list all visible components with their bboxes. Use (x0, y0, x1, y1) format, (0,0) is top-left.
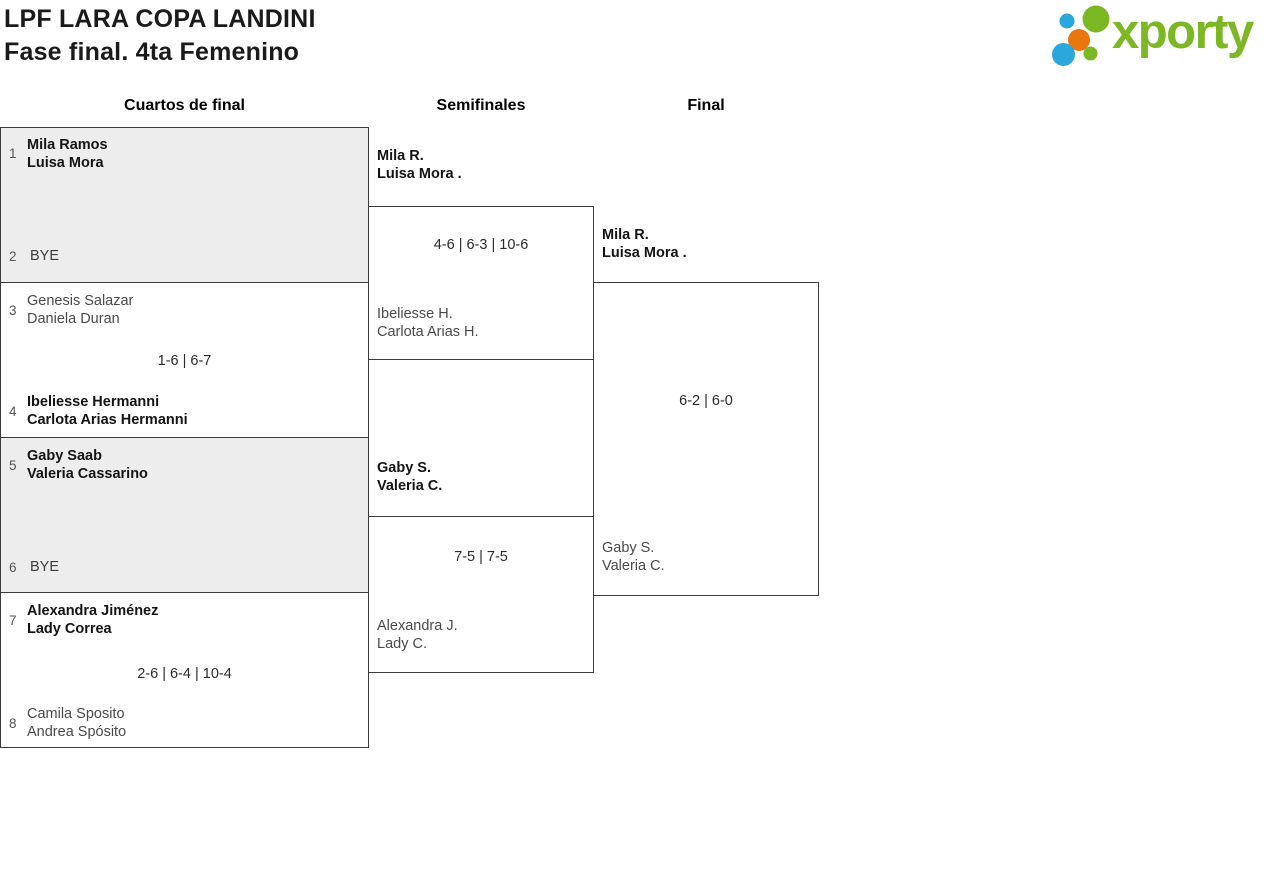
team-entry: Genesis Salazar Daniela Duran (27, 293, 133, 328)
player-name: Genesis Salazar (27, 293, 134, 309)
bye-entry: BYE (30, 248, 60, 264)
match-quarterfinal-2: 3 Genesis Salazar Daniela Duran 1-6 | 6-… (0, 282, 369, 438)
logo-dot-green-small (1083, 46, 1098, 61)
player-name: Ibeliesse H. (377, 306, 453, 322)
team-entry: Mila Ramos Luisa Mora (27, 137, 108, 172)
team-entry: Gaby Saab Valeria Cassarino (27, 448, 148, 483)
player-name: Mila R. (602, 227, 649, 243)
team-entry: Gaby S. Valeria C. (377, 459, 442, 495)
team-entry: Camila Sposito Andrea Spósito (27, 706, 126, 741)
seed-number: 1 (9, 146, 17, 161)
seed-number: 8 (9, 716, 17, 731)
seed-number: 3 (9, 303, 17, 318)
player-name: Valeria C. (602, 558, 665, 574)
player-name: Gaby S. (602, 540, 655, 556)
team-entry: Gaby S. Valeria C. (602, 539, 665, 575)
match-score: 2-6 | 6-4 | 10-4 (137, 666, 232, 682)
player-name: Carlota Arias H. (377, 324, 479, 340)
tournament-name: LPF LARA COPA LANDINI (4, 5, 316, 33)
player-name: Andrea Spósito (27, 723, 127, 740)
seed-number: 6 (9, 560, 17, 575)
logo-dot-blue-large (1052, 43, 1075, 66)
player-name: Alexandra J. (377, 618, 458, 634)
player-name: Gaby Saab (27, 448, 102, 464)
player-name: Gaby S. (377, 460, 431, 476)
match-semifinal-2 (368, 516, 594, 673)
team-entry: Mila R. Luisa Mora . (377, 147, 462, 183)
match-final (593, 282, 819, 596)
phase-name: Fase final. 4ta Femenino (4, 38, 300, 66)
bye-entry: BYE (30, 559, 60, 575)
player-name: Valeria Cassarino (27, 465, 148, 482)
team-entry: Ibeliesse Hermanni Carlota Arias Hermann… (27, 394, 188, 429)
player-name: Camila Sposito (27, 706, 125, 722)
match-score: 1-6 | 6-7 (157, 353, 212, 369)
xporty-logo-text: xporty (1112, 5, 1254, 59)
player-name: Mila Ramos (27, 137, 108, 153)
match-quarterfinal-3: 5 Gaby Saab Valeria Cassarino 6 BYE (0, 437, 369, 593)
player-name: Daniela Duran (27, 310, 120, 327)
logo-dot-blue-small (1059, 13, 1075, 29)
xporty-logo-dots-icon (1052, 5, 1110, 66)
column-header-quarterfinals: Cuartos de final (124, 97, 245, 114)
player-name: Luisa Mora (27, 154, 104, 171)
seed-number: 5 (9, 458, 17, 473)
xporty-logo[interactable]: xporty (1049, 0, 1277, 70)
seed-number: 4 (9, 404, 17, 419)
player-name: Valeria C. (377, 478, 443, 494)
match-quarterfinal-1: 1 Mila Ramos Luisa Mora 2 BYE (0, 127, 369, 283)
column-header-semifinals: Semifinales (436, 97, 526, 114)
match-score: 6-2 | 6-0 (679, 393, 733, 409)
team-entry: Mila R. Luisa Mora . (602, 226, 687, 262)
page-title: LPF LARA COPA LANDINI Fase final. 4ta Fe… (4, 3, 316, 69)
player-name: Luisa Mora . (377, 166, 462, 182)
match-quarterfinal-4: 7 Alexandra Jiménez Lady Correa 2-6 | 6-… (0, 592, 369, 748)
player-name: Alexandra Jiménez (27, 603, 159, 619)
player-name: Lady C. (377, 636, 427, 652)
column-header-final: Final (687, 97, 725, 114)
player-name: Lady Correa (27, 620, 112, 637)
player-name: Mila R. (377, 148, 424, 164)
player-name: Luisa Mora . (602, 245, 687, 261)
team-entry: Ibeliesse H. Carlota Arias H. (377, 305, 479, 341)
player-name: Carlota Arias Hermanni (27, 411, 188, 428)
match-score: 7-5 | 7-5 (454, 549, 508, 565)
player-name: Ibeliesse Hermanni (27, 394, 160, 410)
logo-dot-orange (1068, 29, 1090, 51)
match-score: 4-6 | 6-3 | 10-6 (433, 237, 529, 253)
seed-number: 2 (9, 249, 17, 264)
seed-number: 7 (9, 613, 17, 628)
team-entry: Alexandra Jiménez Lady Correa (27, 603, 158, 638)
team-entry: Alexandra J. Lady C. (377, 617, 458, 653)
logo-dot-green-large (1082, 5, 1110, 33)
